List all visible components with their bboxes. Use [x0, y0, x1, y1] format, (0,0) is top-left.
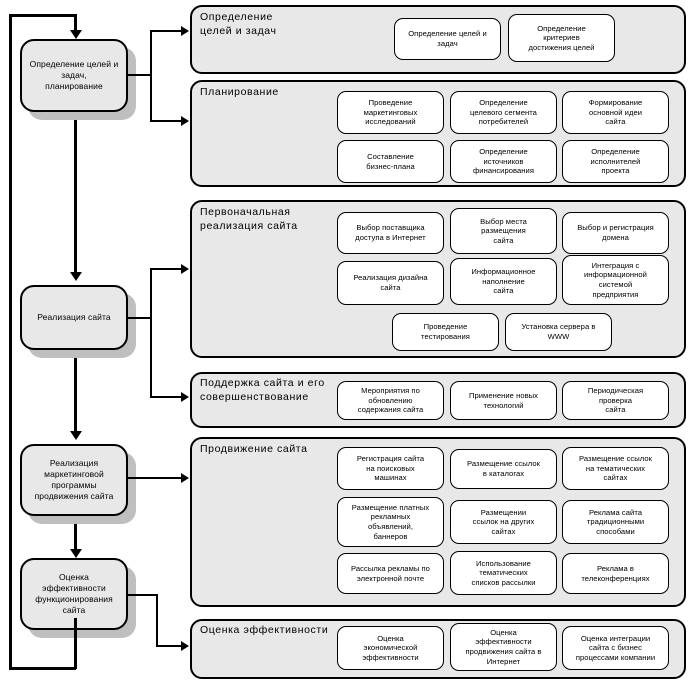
task-box[interactable]: Применение новых технологий	[450, 381, 557, 420]
panel-promotion-title: Продвижение сайта	[200, 443, 308, 455]
node1-branch-vertical	[150, 30, 152, 122]
task-box[interactable]: Реклама сайта традиционными способами	[562, 500, 669, 544]
task-box[interactable]: Определение целевого сегмента потребител…	[450, 91, 557, 134]
spine-node1-to-node2	[74, 120, 77, 275]
node1-to-panel-planning	[150, 120, 184, 122]
panel-effectiveness-title: Оценка эффективности	[200, 624, 329, 636]
task-box[interactable]: Использование тематических списков рассы…	[450, 551, 557, 595]
node2-branch-vertical	[150, 268, 152, 398]
flow-node-1[interactable]: Определение целей и задач, планирование	[20, 39, 128, 112]
task-box[interactable]: Определение критериев достижения целей	[508, 14, 615, 62]
spine-node2-to-node3	[74, 358, 77, 434]
task-box[interactable]: Интеграция с информационной системой пре…	[562, 255, 669, 305]
task-box[interactable]: Установка сервера в WWW	[505, 313, 612, 351]
flow-node-1-label: Определение целей и задач, планирование	[29, 59, 119, 91]
spine-node3-to-node4	[74, 524, 77, 552]
task-box[interactable]: Размещение ссылок на тематических сайтах	[562, 447, 669, 490]
panel-goals-title: Определение целей и задач	[200, 11, 277, 37]
task-box[interactable]: Проведение тестирования	[392, 313, 499, 351]
task-box[interactable]: Размещение платных рекламных объявлений,…	[337, 497, 444, 547]
flow-node-4[interactable]: Оценка эффективности функционирования са…	[20, 558, 128, 630]
arrow-into-node-2	[70, 272, 82, 281]
arrow-into-panel-planning	[181, 116, 189, 126]
task-box[interactable]: Формирование основной идеи сайта	[562, 91, 669, 134]
node4-branch-vertical	[156, 594, 158, 647]
task-box[interactable]: Реализация дизайна сайта	[337, 261, 444, 305]
task-box[interactable]: Рассылка рекламы по электронной почте	[337, 553, 444, 594]
feedback-loop-bottom-horizontal	[9, 667, 76, 670]
task-box[interactable]: Мероприятия по обновлению содержания сай…	[337, 381, 444, 420]
feedback-arrow-into-node-1	[70, 30, 82, 39]
arrow-into-panel-effectiveness	[181, 641, 189, 651]
task-box[interactable]: Реклама в телеконференциях	[562, 553, 669, 594]
panel-initial-title: Первоначальная реализация сайта	[200, 206, 298, 232]
task-box[interactable]: Выбор и регистрация домена	[562, 212, 669, 254]
task-box[interactable]: Выбор поставщика доступа в Интернет	[337, 212, 444, 254]
flow-node-2[interactable]: Реализация сайта	[20, 285, 128, 350]
task-box[interactable]: Размещение ссылок в каталогах	[450, 449, 557, 489]
task-box[interactable]: Оценка эффективности продвижения сайта в…	[450, 623, 557, 671]
arrow-into-panel-promotion	[181, 473, 189, 483]
arrow-into-node-4	[70, 549, 82, 558]
node2-to-panel-support	[150, 396, 184, 398]
task-box[interactable]: Проведение маркетинговых исследований	[337, 91, 444, 134]
node4-to-panel-effectiveness	[156, 645, 184, 647]
arrow-into-panel-goals	[181, 26, 189, 36]
task-box[interactable]: Оценка интеграции сайта с бизнес процесс…	[562, 626, 669, 670]
flow-node-3[interactable]: Реализация маркетинговой программы продв…	[20, 444, 128, 516]
flow-node-4-label: Оценка эффективности функционирования са…	[35, 572, 113, 615]
task-box[interactable]: Регистрация сайта на поисковых машинах	[337, 447, 444, 490]
feedback-loop-top-horizontal	[9, 14, 76, 17]
arrow-into-panel-initial	[181, 264, 189, 274]
node1-branch-stem	[128, 74, 152, 76]
flow-node-3-label: Реализация маркетинговой программы продв…	[34, 458, 114, 501]
task-box[interactable]: Составление бизнес-плана	[337, 140, 444, 183]
panel-planning-title: Планирование	[200, 86, 279, 98]
task-box[interactable]: Периодическая проверка сайта	[562, 381, 669, 420]
task-box[interactable]: Выбор места размещения сайта	[450, 208, 557, 254]
flow-node-2-label: Реализация сайта	[37, 312, 111, 322]
task-box[interactable]: Размещении ссылок на других сайтах	[450, 500, 557, 544]
task-box[interactable]: Определение источников финансирования	[450, 140, 557, 183]
arrow-into-panel-support	[181, 392, 189, 402]
node2-to-panel-initial	[150, 268, 184, 270]
node2-branch-stem	[128, 317, 152, 319]
task-box[interactable]: Оценка экономической эффективности	[337, 626, 444, 670]
feedback-loop-return-vertical	[74, 14, 77, 34]
feedback-loop-left-vertical	[9, 14, 12, 670]
spine-node4-to-loop	[74, 618, 77, 669]
task-box[interactable]: Определение целей и задач	[394, 18, 501, 60]
panel-support-title: Поддержка сайта и его совершенствование	[200, 377, 325, 403]
node1-to-panel-goals	[150, 30, 184, 32]
arrow-into-node-3	[70, 431, 82, 440]
task-box[interactable]: Информационное наполнение сайта	[450, 258, 557, 305]
node3-to-panel-promotion	[128, 477, 184, 479]
task-box[interactable]: Определение исполнителей проекта	[562, 140, 669, 183]
node4-branch-stem	[128, 594, 158, 596]
